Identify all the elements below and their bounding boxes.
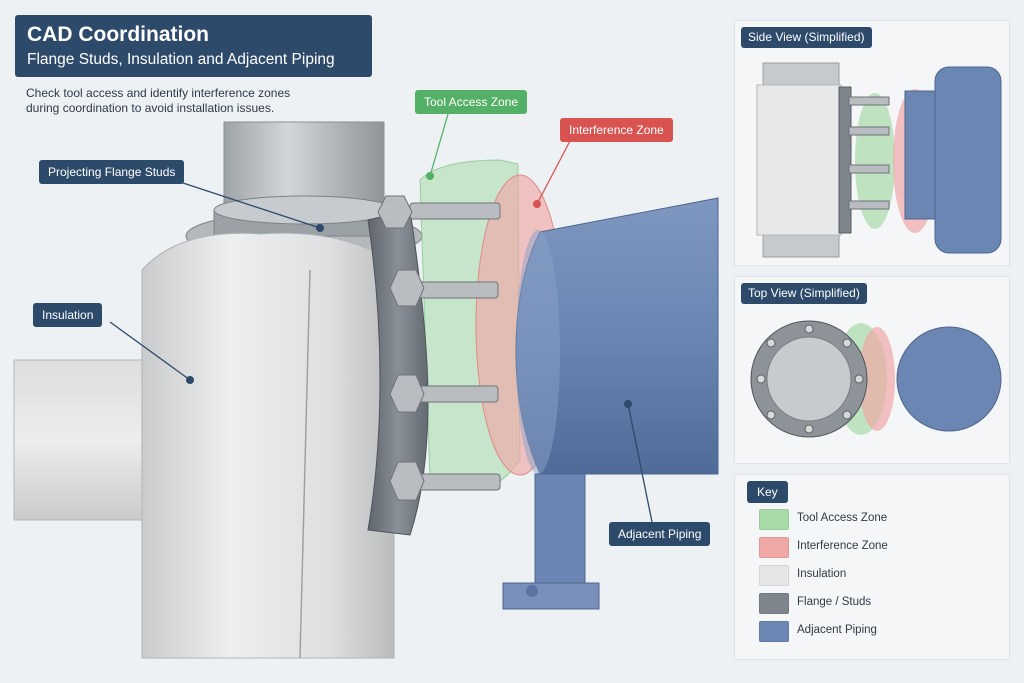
vertical-insulated-pipe bbox=[141, 232, 395, 659]
side-view-diagram bbox=[756, 62, 1002, 258]
key-swatch bbox=[759, 593, 789, 614]
key-label: Insulation bbox=[797, 568, 847, 580]
flange-studs bbox=[377, 195, 501, 501]
side-view-title: Side View (Simplified) bbox=[741, 27, 872, 48]
page-title: CAD Coordination bbox=[27, 23, 209, 46]
side-view-panel: Side View (Simplified) bbox=[734, 20, 1010, 266]
key-title: Key bbox=[747, 481, 788, 503]
callout-flange-studs: Projecting Flange Studs bbox=[39, 160, 185, 184]
intro-text: Check tool access and identify interfere… bbox=[26, 86, 291, 115]
key-swatch bbox=[759, 621, 789, 642]
callout-interference: Interference Zone bbox=[560, 118, 673, 142]
horizontal-insulated-pipe bbox=[13, 359, 155, 521]
callout-adjacent-piping: Adjacent Piping bbox=[609, 522, 711, 546]
pipe-support bbox=[534, 473, 586, 587]
key-label: Adjacent Piping bbox=[797, 624, 877, 636]
key-label: Interference Zone bbox=[797, 540, 888, 552]
key-label: Tool Access Zone bbox=[797, 512, 888, 524]
top-view-title: Top View (Simplified) bbox=[741, 283, 867, 304]
key-panel: Key Tool Access Zone Interference Zone I… bbox=[734, 474, 1010, 660]
key-swatch bbox=[759, 537, 789, 558]
main-scene bbox=[13, 113, 719, 659]
callout-tool-access: Tool Access Zone bbox=[415, 90, 528, 114]
key-swatch bbox=[759, 509, 789, 530]
callout-insulation: Insulation bbox=[33, 303, 103, 327]
top-view-panel: Top View (Simplified) bbox=[734, 276, 1010, 464]
title-banner: CAD Coordination Flange Studs, Insulatio… bbox=[15, 15, 372, 77]
key-label: Flange / Studs bbox=[797, 596, 872, 608]
key-swatch bbox=[759, 565, 789, 586]
top-view-diagram bbox=[750, 320, 1002, 438]
page-subtitle: Flange Studs, Insulation and Adjacent Pi… bbox=[27, 51, 335, 68]
